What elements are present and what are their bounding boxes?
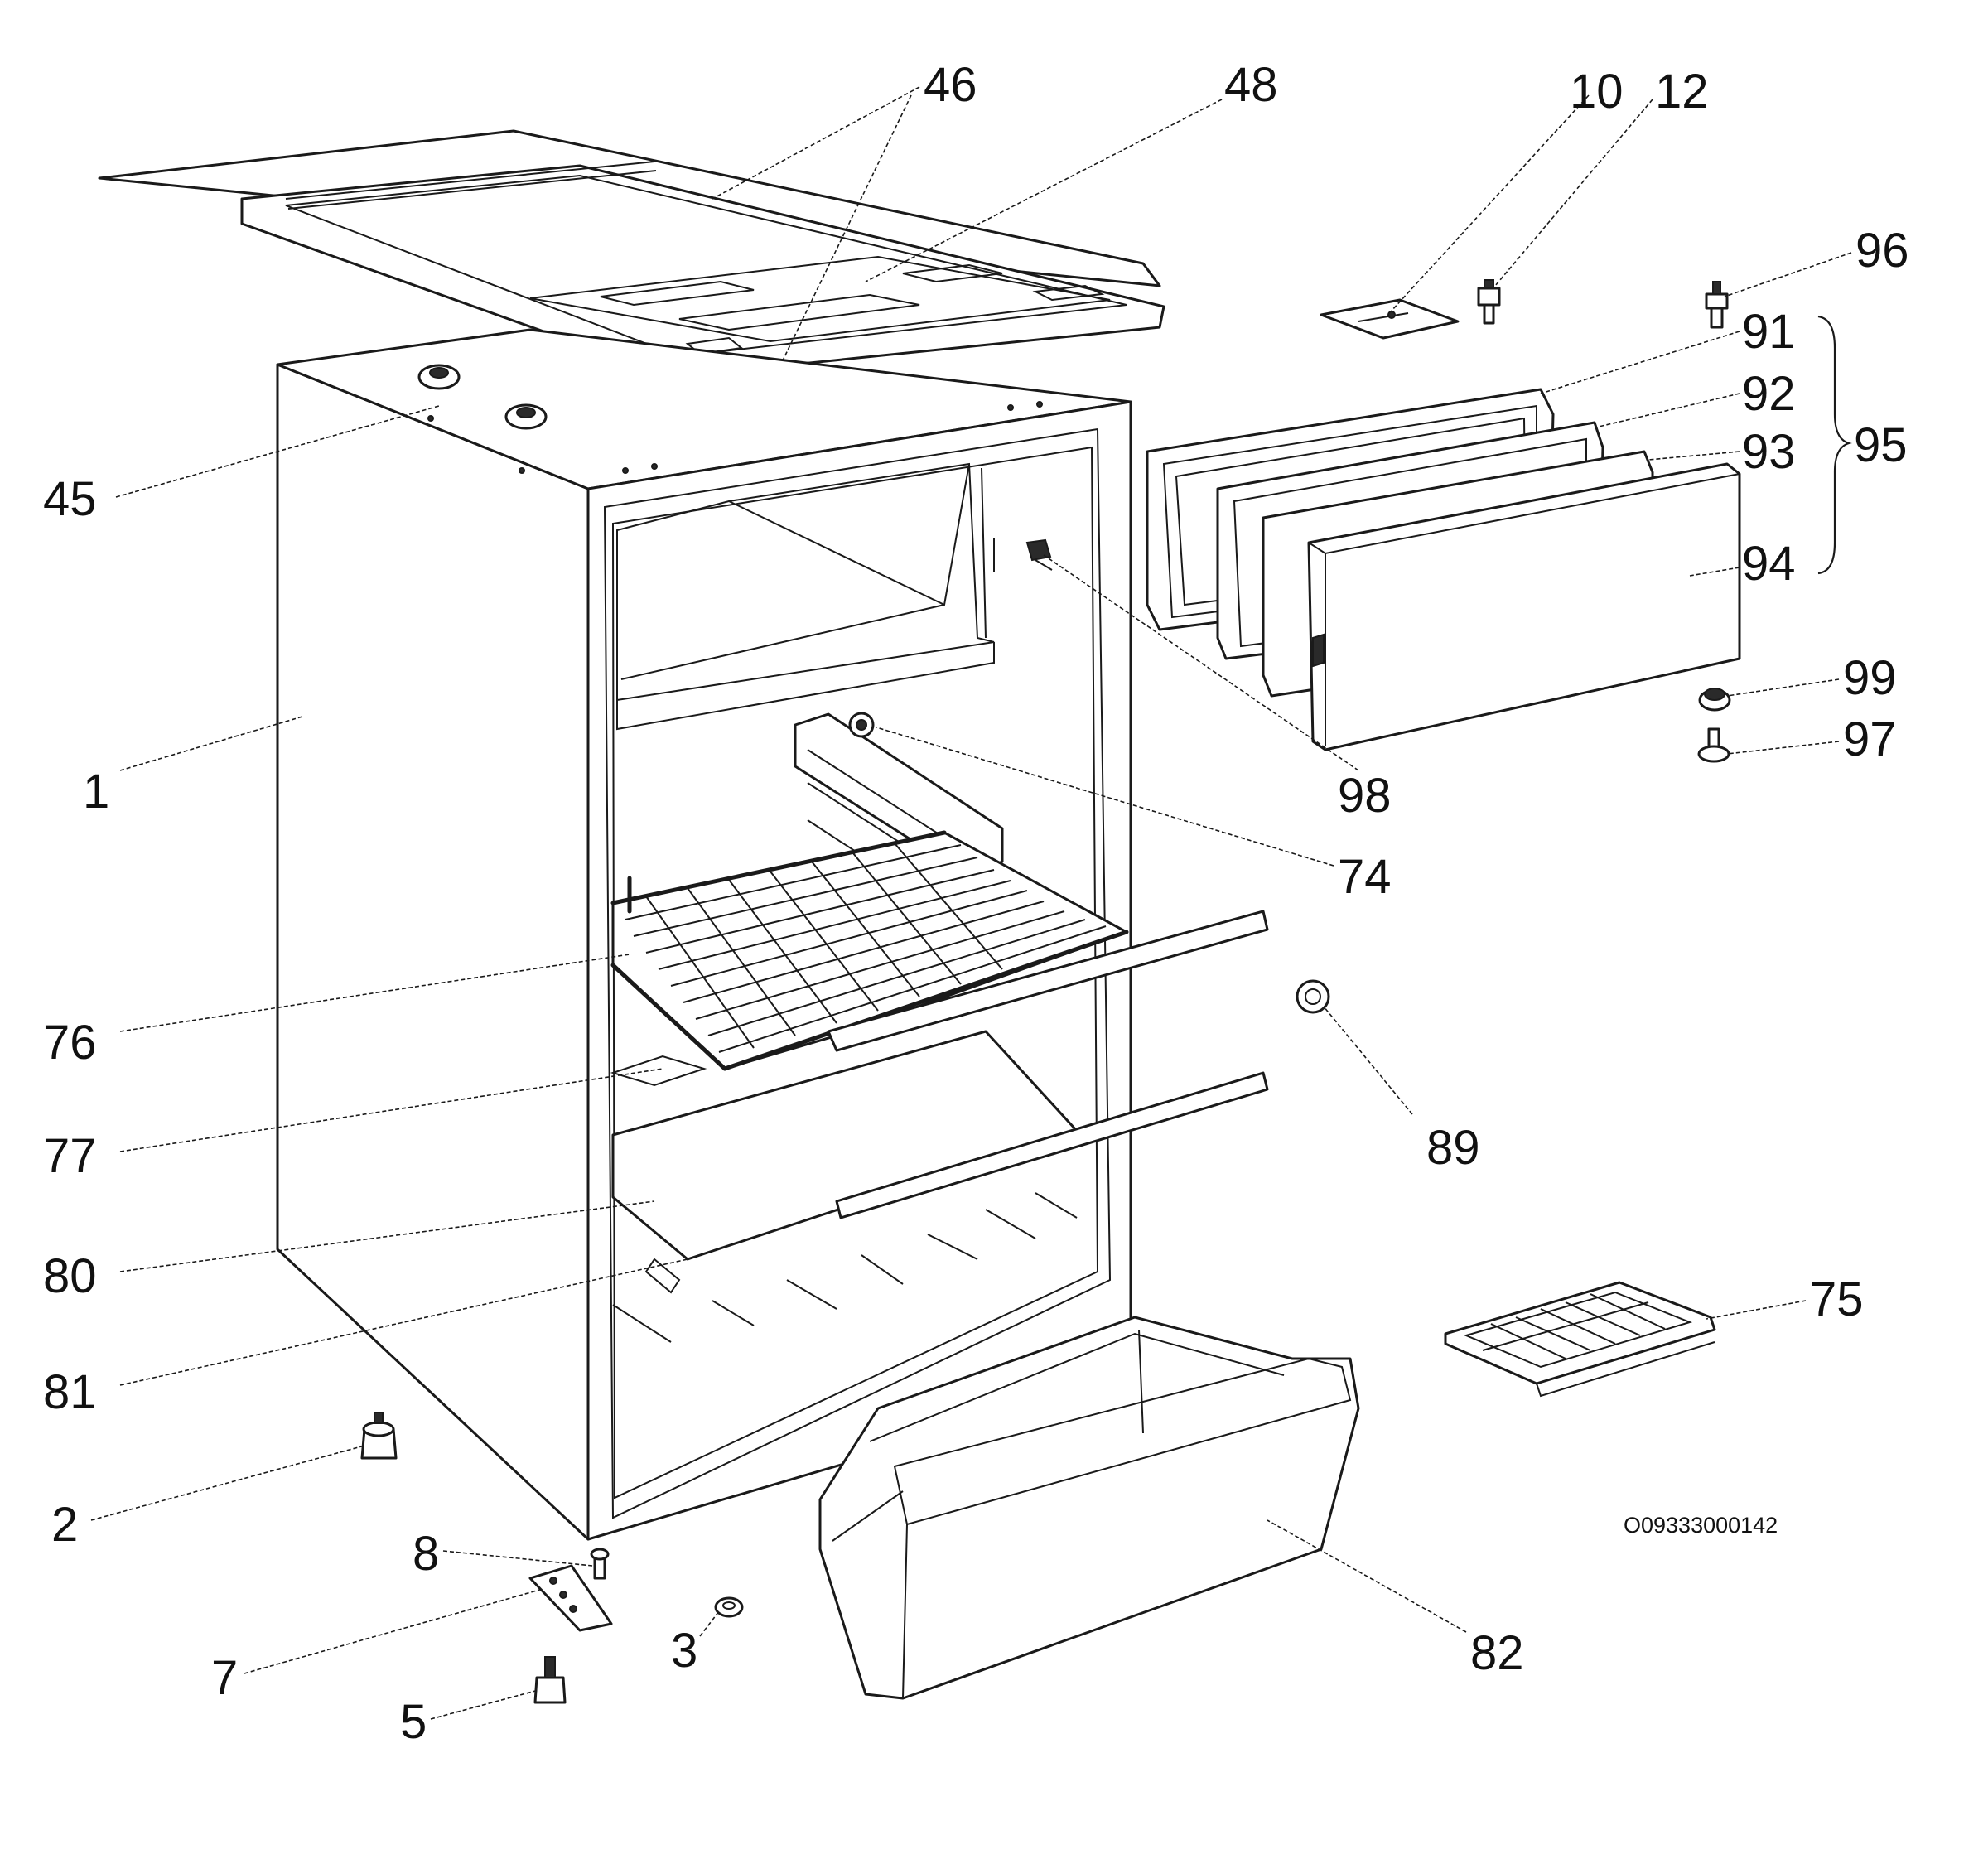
callout-96: 96 [1855,224,1909,278]
callout-89: 89 [1426,1121,1480,1175]
callout-97: 97 [1843,712,1897,766]
callout-5: 5 [400,1695,427,1749]
pin-97 [1697,727,1730,763]
callout-95: 95 [1854,418,1908,472]
knob-45 [417,364,548,430]
callout-75: 75 [1810,1272,1864,1326]
callout-48: 48 [1224,58,1278,112]
leader-lines [90,86,1852,1720]
bracket-7 [528,1564,613,1632]
worktop-cover-part [98,129,1165,379]
bushing-3 [714,1596,744,1618]
callout-45: 45 [43,472,97,526]
callout-74: 74 [1338,850,1392,904]
callout-labels: 46 48 10 12 96 91 92 93 95 94 99 97 98 7… [43,58,1909,1749]
foot-5 [533,1656,567,1704]
drawing-code: O09333000142 [1624,1513,1778,1538]
callout-80: 80 [43,1249,97,1303]
ice-tray-75 [1444,1281,1716,1398]
door-bin-part [818,1316,1360,1700]
callout-92: 92 [1742,367,1796,421]
cap-99 [1698,688,1731,712]
hinge-bracket-10 [1320,298,1460,340]
callout-8: 8 [413,1527,439,1581]
callout-7: 7 [211,1651,238,1705]
glass-shelf-part [611,1030,1269,1261]
callout-76: 76 [43,1016,97,1070]
wire-shelf-part [610,830,1269,1071]
bottom-rails [612,1192,1078,1343]
callout-98: 98 [1338,769,1392,823]
door-assembly-part [1146,388,1741,751]
callout-99: 99 [1843,651,1897,705]
callout-12: 12 [1655,65,1709,118]
callout-3: 3 [671,1624,697,1678]
callout-46: 46 [924,58,977,112]
worktop-vents [285,161,657,210]
shelf-rib-part [610,1055,707,1087]
callout-10: 10 [1570,65,1624,118]
callout-81: 81 [43,1365,97,1419]
screw-8 [590,1548,610,1580]
foot-2 [360,1412,398,1460]
hinge-pin-12 [1477,279,1501,325]
freezer-compartment [616,462,995,731]
callout-82: 82 [1470,1626,1524,1680]
callout-2: 2 [51,1498,78,1552]
pin-96 [1705,281,1729,329]
callout-91: 91 [1742,305,1796,359]
plug-89 [1296,979,1330,1014]
callout-77: 77 [43,1129,97,1183]
group-brace-95 [1817,315,1852,575]
callout-93: 93 [1742,425,1796,479]
callout-1: 1 [83,765,109,819]
callout-94: 94 [1742,537,1796,591]
